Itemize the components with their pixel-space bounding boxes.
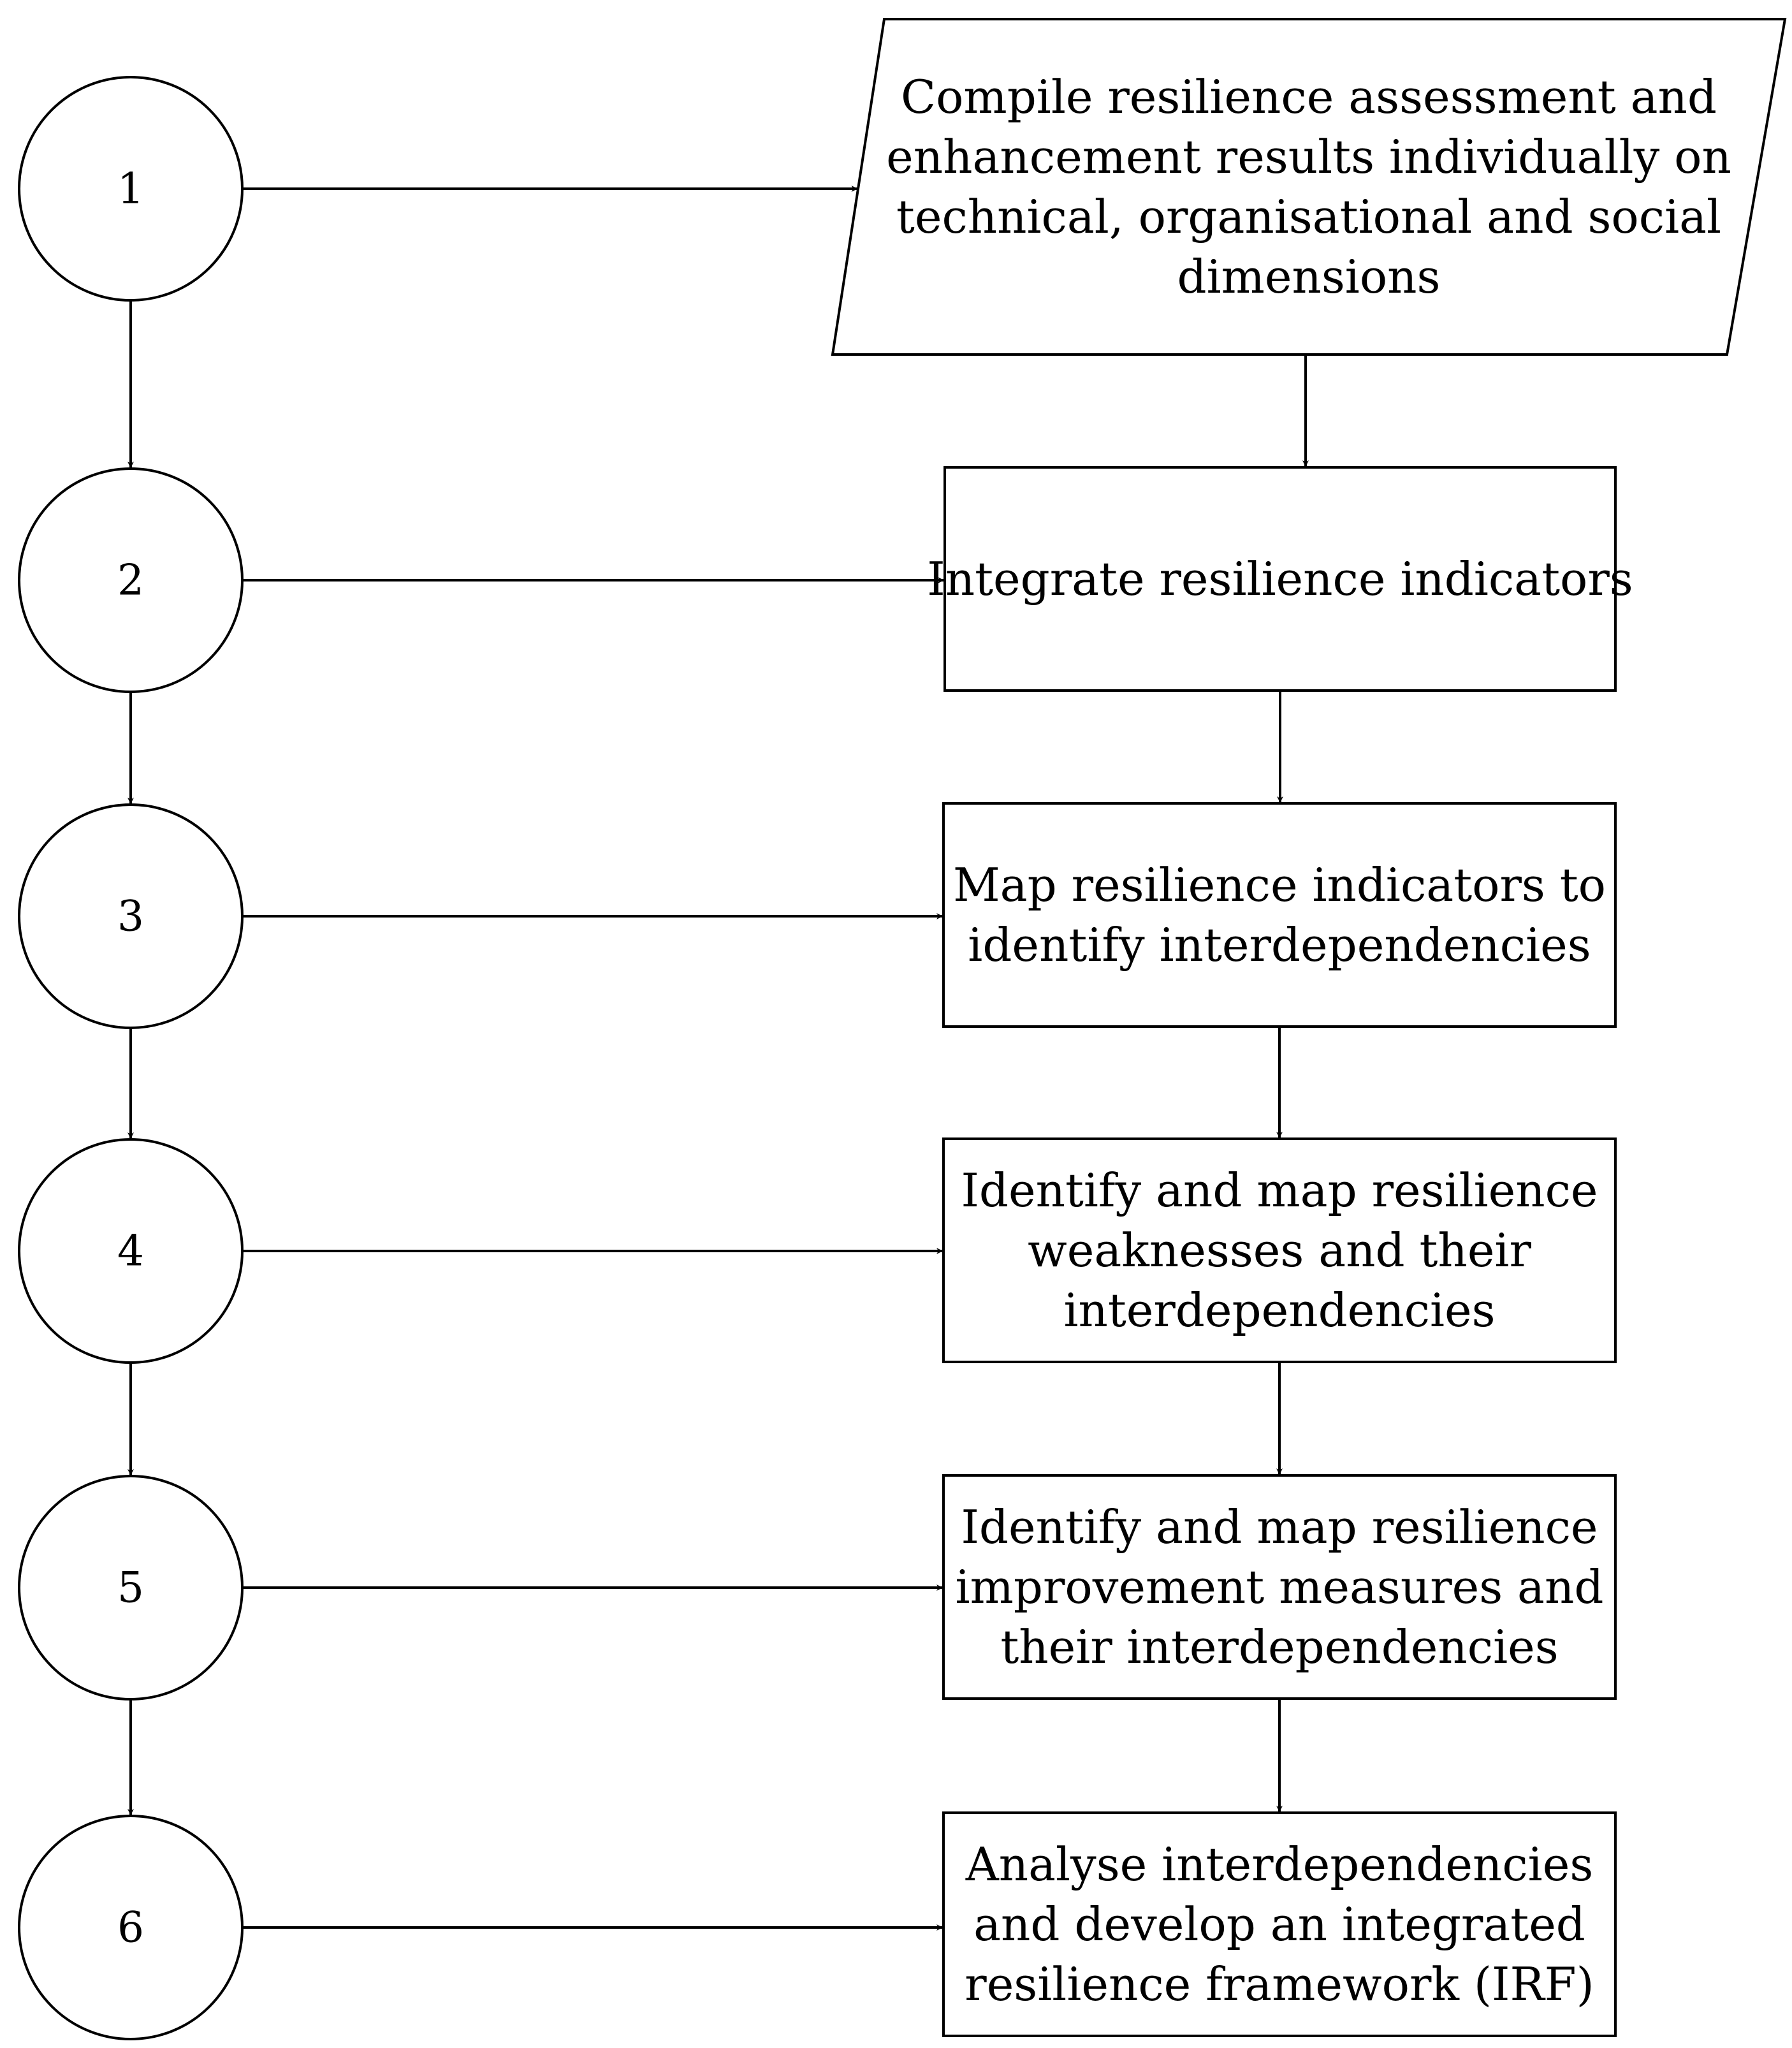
step-text-line: interdependencies <box>1063 1284 1495 1337</box>
step-box-2: Integrate resilience indicators <box>927 466 1633 692</box>
step-text-line: their interdependencies <box>1000 1620 1558 1674</box>
step-circle <box>18 1475 244 1701</box>
step-text-line: Compile resilience assessment and <box>901 70 1717 124</box>
step-text-line: dimensions <box>1177 250 1440 304</box>
step-node-3: 3 <box>18 803 244 1029</box>
step-node-5: 5 <box>18 1475 244 1701</box>
process-box <box>942 1474 1617 1700</box>
step-text-line: Identify and map resilience <box>961 1500 1598 1554</box>
step-text-line: and develop an integrated <box>973 1898 1585 1951</box>
step-text-line: improvement measures and <box>956 1560 1604 1614</box>
step-circle <box>18 467 244 693</box>
step-circle <box>18 1138 244 1364</box>
step-node-4: 4 <box>18 1138 244 1364</box>
step-text-line: Identify and map resilience <box>961 1164 1598 1217</box>
step-text-line: resilience framework (IRF) <box>965 1957 1594 2011</box>
process-box <box>942 1811 1617 2037</box>
step-box-4: Identify and map resilience weaknesses an… <box>942 1137 1617 1363</box>
step-circle <box>18 803 244 1029</box>
step-box-6: Analyse interdependencies and develop an … <box>942 1811 1617 2037</box>
step-box-1: Compile resilience assessment and enhance… <box>831 18 1787 356</box>
step-node-2: 2 <box>18 467 244 693</box>
step-text-line: Analyse interdependencies <box>965 1838 1594 1891</box>
step-text-line: Integrate resilience indicators <box>927 552 1633 606</box>
step-number: 6 <box>117 1903 144 1952</box>
process-box <box>943 466 1617 692</box>
step-text-line: Map resilience indicators to <box>953 858 1606 912</box>
process-box <box>942 1137 1617 1363</box>
step-node-6: 6 <box>18 1815 244 2040</box>
step-text-line: weaknesses and their <box>1028 1224 1531 1277</box>
step-number: 5 <box>117 1563 144 1613</box>
step-circle <box>18 76 244 302</box>
step-box-3: Map resilience indicators to identify int… <box>942 802 1617 1028</box>
step-node-1: 1 <box>18 76 244 302</box>
process-box <box>942 802 1617 1028</box>
connector-layer <box>127 186 1309 1931</box>
input-parallelogram <box>831 18 1787 356</box>
step-box-5: Identify and map resilience improvement m… <box>942 1474 1617 1700</box>
step-number: 3 <box>117 892 144 941</box>
node-layer: 1 Compile resilience assessment and enhanc… <box>18 18 1787 2040</box>
step-text-line: technical, organisational and social <box>896 190 1721 244</box>
step-number: 2 <box>117 556 144 605</box>
step-text-line: identify interdependencies <box>968 918 1591 972</box>
step-circle <box>18 1815 244 2040</box>
step-text-line: enhancement results individually on <box>886 130 1731 184</box>
step-number: 1 <box>117 165 144 214</box>
step-number: 4 <box>117 1227 144 1276</box>
